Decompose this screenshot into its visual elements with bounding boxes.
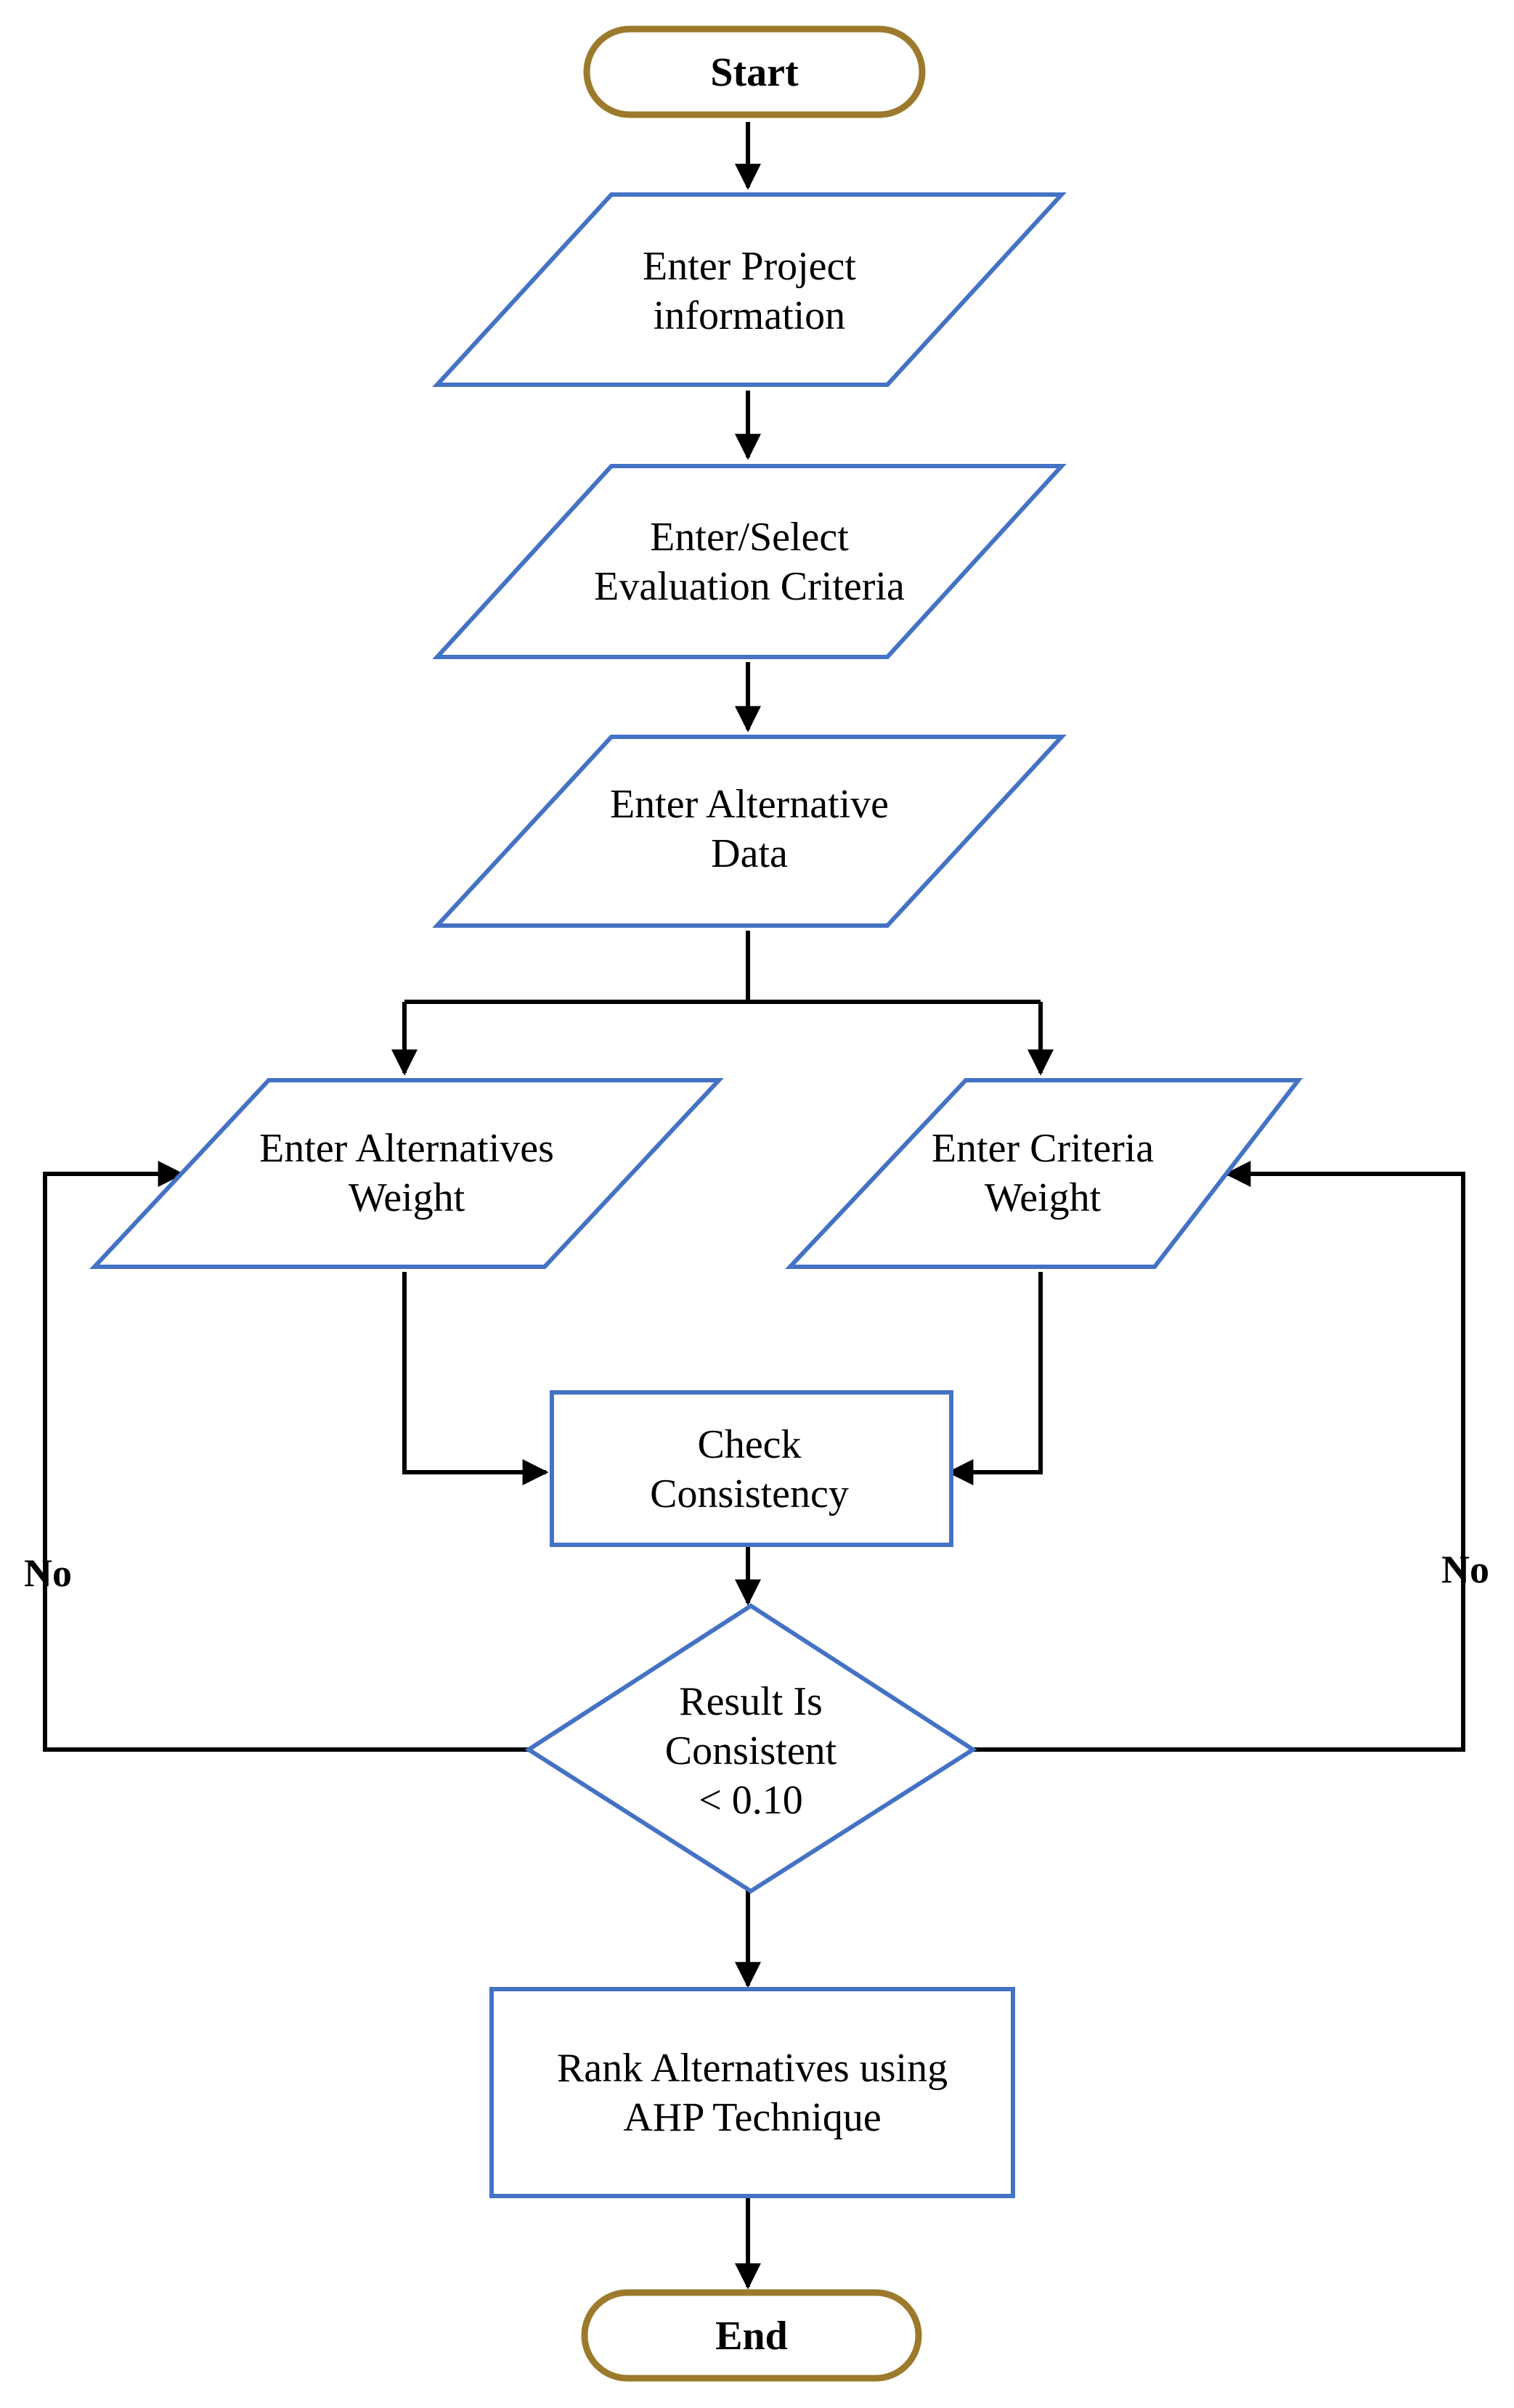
edge-critweight-to-check (947, 1272, 1043, 1485)
end-label: End (715, 2314, 788, 2359)
alternative-data-node: Enter Alternative Data (432, 735, 1067, 928)
consistency-decision-node: Result Is Consistent < 0.10 (524, 1603, 977, 1894)
criteria-weight-line-1: Enter Criteria (932, 1126, 1154, 1171)
no-label-right: No (1441, 1548, 1489, 1591)
edge-altdata-split (404, 931, 1041, 1004)
end-terminal: End (581, 2289, 922, 2382)
connectors (43, 122, 1465, 2290)
edge-decision-no-right (973, 1161, 1465, 1752)
decision-line-3: < 0.10 (699, 1778, 803, 1823)
start-label: Start (710, 50, 799, 95)
alternatives-weight-node: Enter Alternatives Weight (89, 1078, 724, 1269)
no-label-left: No (24, 1551, 72, 1595)
check-consistency-line-1: Check (697, 1422, 801, 1467)
rank-alternatives-node: Rank Alternatives using AHP Technique (489, 1987, 1015, 2198)
check-consistency-line-2: Consistency (650, 1472, 849, 1517)
evaluation-criteria-node: Enter/Select Evaluation Criteria (432, 464, 1067, 659)
project-info-line-1: Enter Project (643, 244, 856, 289)
evaluation-criteria-line-1: Enter/Select (650, 515, 849, 560)
start-terminal: Start (583, 25, 926, 118)
decision-line-1: Result Is (679, 1679, 823, 1724)
rank-line-1: Rank Alternatives using (557, 2046, 948, 2091)
decision-line-2: Consistent (665, 1729, 837, 1774)
alternative-data-line-2: Data (711, 831, 788, 876)
criteria-weight-node: Enter Criteria Weight (785, 1078, 1303, 1269)
alternatives-weight-line-1: Enter Alternatives (259, 1126, 554, 1171)
criteria-weight-line-2: Weight (985, 1175, 1102, 1220)
edge-decision-no-left (43, 1161, 529, 1752)
edge-altweight-to-check (402, 1272, 549, 1485)
project-info-node: Enter Project information (432, 192, 1067, 387)
evaluation-criteria-line-2: Evaluation Criteria (594, 564, 905, 609)
rank-line-2: AHP Technique (623, 2095, 881, 2140)
project-info-line-2: information (654, 293, 845, 338)
check-consistency-node: Check Consistency (550, 1390, 953, 1547)
alternative-data-line-1: Enter Alternative (610, 782, 889, 827)
alternatives-weight-line-2: Weight (349, 1175, 465, 1220)
